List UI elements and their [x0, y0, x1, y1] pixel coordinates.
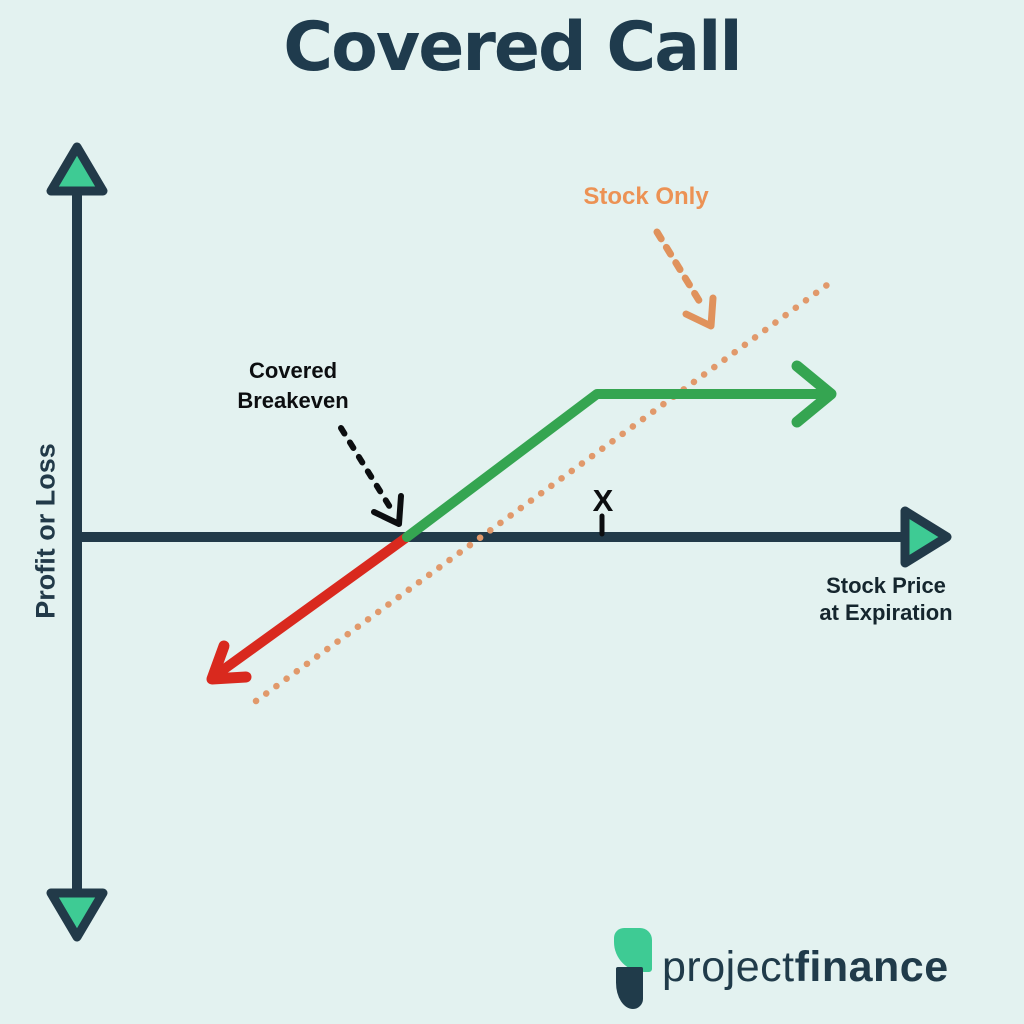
brand-logo: projectfinance: [606, 924, 949, 1010]
y-axis-label: Profit or Loss: [30, 443, 61, 619]
x-axis-arrow-right-icon: [900, 506, 952, 568]
breakeven-pointer-line: [338, 425, 396, 515]
strike-price-label: X: [592, 483, 614, 518]
x-axis-label-line1: Stock Price: [826, 573, 946, 598]
stock-only-line: [252, 281, 831, 705]
profit-arrowhead-icon: [791, 360, 837, 428]
breakeven-pointer-arrowhead-icon: [371, 493, 404, 527]
covered-breakeven-annotation: Covered Breakeven: [237, 356, 348, 416]
covered-call-loss-line: [211, 532, 412, 680]
y-axis-arrow-up-icon: [46, 142, 108, 196]
logo-leaf-icon: [614, 928, 652, 972]
page-title: Covered Call: [283, 8, 742, 87]
covered-call-profit-line: [402, 389, 823, 542]
stock-only-pointer-line: [653, 228, 707, 311]
x-axis-label: Stock Price at Expiration: [819, 572, 952, 626]
covered-breakeven-line2: Breakeven: [237, 388, 349, 413]
loss-arrowhead-icon: [206, 640, 252, 685]
covered-breakeven-line1: Covered: [248, 358, 338, 383]
stock-only-annotation: Stock Only: [583, 183, 709, 210]
brand-name-bold: finance: [794, 942, 949, 991]
brand-logo-icon: [606, 925, 654, 1009]
y-axis-arrow-down-icon: [46, 888, 108, 942]
brand-name-regular: project: [662, 942, 795, 991]
stock-only-pointer-arrowhead-icon: [682, 294, 717, 330]
x-axis-label-line2: at Expiration: [819, 600, 953, 625]
brand-logo-text: projectfinance: [662, 943, 949, 992]
logo-half-disc-icon: [616, 967, 643, 1009]
